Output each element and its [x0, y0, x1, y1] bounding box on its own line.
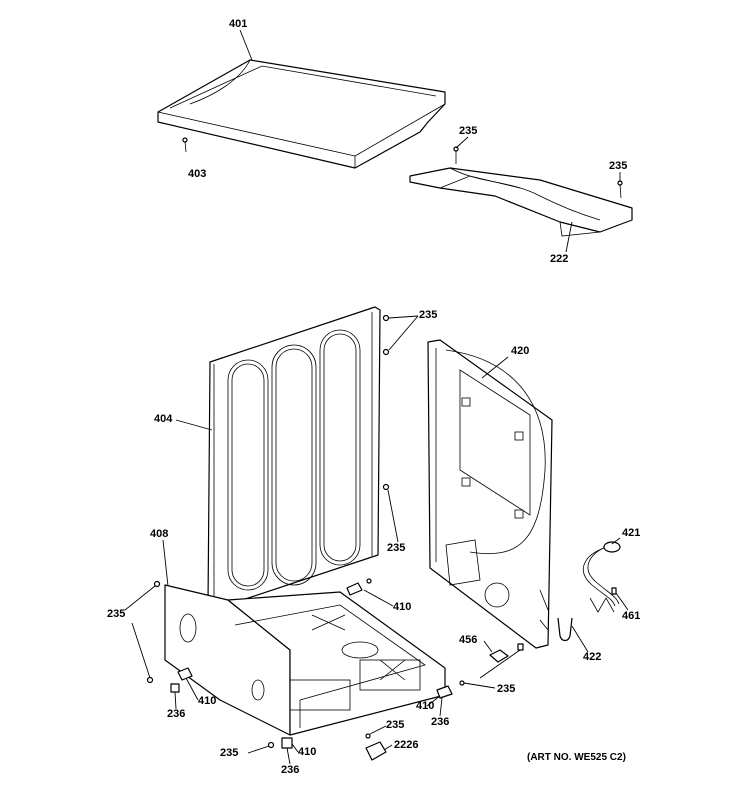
power-cord-part: [582, 541, 621, 607]
callout-2226: 2226: [394, 739, 419, 751]
callout-236-left: 236: [167, 708, 186, 720]
top-panel-part: [157, 59, 446, 169]
rear-panel-part: [427, 339, 553, 649]
base-part: [164, 584, 446, 736]
callout-235-mid: 235: [387, 542, 406, 554]
callout-235-left: 235: [107, 608, 126, 620]
callout-401: 401: [229, 18, 248, 30]
screw-235-mid: [382, 483, 390, 491]
callout-222: 222: [550, 253, 569, 265]
art-number-label: (ART NO. WE525 C2): [527, 752, 626, 763]
callout-410-right: 410: [393, 601, 412, 613]
callout-235-back: 235: [419, 309, 438, 321]
callout-410-left: 410: [198, 695, 217, 707]
screw-235-top-a: [453, 146, 459, 164]
strain-relief-part: [557, 617, 573, 642]
screw-235-top-b: [617, 180, 623, 199]
bracket-410-left: [177, 667, 193, 681]
leg-236-bottom: [267, 737, 293, 749]
sensor-2226: [365, 733, 387, 761]
callout-420: 420: [511, 345, 530, 357]
callout-410-mid: 410: [416, 700, 435, 712]
front-bracket-part: [409, 167, 633, 237]
callout-236-mid: 236: [431, 716, 450, 728]
screw-235-left: [146, 580, 161, 684]
callout-236-bottom: 236: [281, 764, 300, 776]
plug-456: [489, 643, 524, 663]
screw-235-back-a: [382, 314, 390, 322]
screw-403: [182, 137, 188, 153]
callout-235-base-right: 235: [497, 683, 516, 695]
callout-235-bottom: 235: [220, 747, 239, 759]
callout-461: 461: [622, 610, 641, 622]
side-panel-part: [207, 306, 381, 611]
leader-lines: [124, 29, 629, 765]
callout-235-small: 235: [386, 719, 405, 731]
callout-403: 403: [188, 168, 207, 180]
callout-235-top-b: 235: [609, 160, 628, 172]
screw-235-back-b: [382, 348, 390, 356]
callout-456: 456: [459, 634, 478, 646]
bracket-410-right: [346, 578, 372, 596]
callout-235-top-a: 235: [459, 125, 478, 137]
callout-421: 421: [622, 527, 641, 539]
callout-408: 408: [150, 528, 169, 540]
wire-harness-part: [589, 587, 617, 613]
callout-410-bottom: 410: [298, 746, 317, 758]
callout-422: 422: [583, 651, 602, 663]
bracket-410-mid: [436, 680, 465, 699]
callout-404: 404: [154, 413, 173, 425]
leg-236-left: [170, 683, 180, 693]
